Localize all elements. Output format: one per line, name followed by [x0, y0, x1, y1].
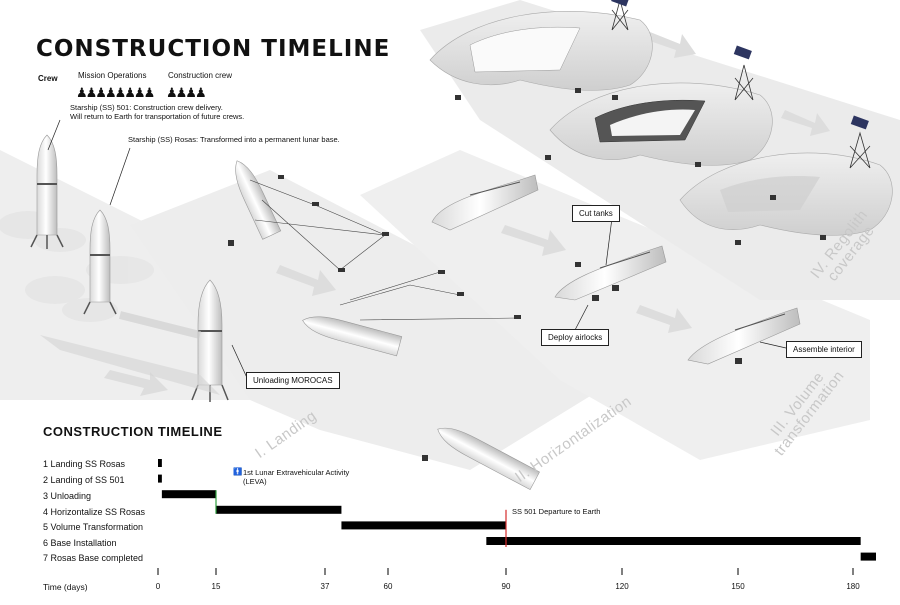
crew-group-mission-operations: Mission Operations: [78, 71, 147, 80]
callout-leaders: [47, 119, 787, 381]
gantt-bar: [158, 459, 162, 467]
callout-assemble-interior: Assemble interior: [786, 341, 862, 358]
gantt-milestones: [215, 490, 507, 547]
tick-label: 37: [320, 582, 330, 591]
gantt-bars: [158, 459, 876, 561]
tick-label: 120: [615, 582, 629, 591]
gantt-title: CONSTRUCTION TIMELINE: [43, 424, 223, 439]
tick-label: 15: [211, 582, 221, 591]
vertical-starships: [30, 134, 229, 402]
milestone-leva-label: 1st Lunar Extravehicular Activity (LEVA): [243, 468, 350, 486]
gantt-bar: [341, 521, 506, 530]
mission-operations-people-icons: ♟♟♟♟♟♟♟♟: [76, 85, 155, 100]
gantt-chart: [157, 459, 876, 575]
gantt-axis-label: Time (days): [43, 582, 88, 592]
task-label: 3 Unloading: [43, 491, 92, 501]
rosas-note: Starship (SS) Rosas: Transformed into a …: [128, 135, 340, 144]
tick-label: 150: [731, 582, 745, 591]
construction-crew-people-icons: ♟♟♟♟: [166, 85, 207, 100]
leva-person-icon: 🚹: [233, 467, 243, 476]
tilting-starships: [228, 160, 540, 491]
tick-label: 90: [501, 582, 511, 591]
flow-arrows: [104, 30, 830, 396]
milestone-departure-label: SS 501 Departure to Earth: [512, 507, 601, 516]
gantt-bar: [486, 537, 861, 545]
horizontal-hulls: [431, 174, 801, 365]
crew-label: Crew: [38, 74, 58, 83]
gantt-tick-marks: [157, 568, 854, 575]
task-label: 7 Rosas Base completed: [43, 553, 144, 563]
task-label: 6 Base Installation: [43, 538, 117, 548]
callout-deploy-airlocks: Deploy airlocks: [541, 329, 610, 346]
task-label: 2 Landing of SS 501: [43, 475, 125, 485]
task-label: 1 Landing SS Rosas: [43, 459, 126, 469]
callout-cut-tanks: Cut tanks: [572, 205, 620, 222]
crew-group-construction: Construction crew: [168, 71, 233, 80]
tick-label: 60: [383, 582, 393, 591]
gantt-bar: [860, 552, 876, 561]
gantt-bar: [158, 474, 162, 483]
task-label: 4 Horizontalize SS Rosas: [43, 507, 146, 517]
page-title: CONSTRUCTION TIMELINE: [36, 36, 391, 62]
ss501-note: Starship (SS) 501: Construction crew del…: [70, 103, 245, 121]
gantt-bar: [216, 505, 342, 514]
antenna-towers: [611, 0, 871, 169]
gantt-bar: [161, 490, 216, 499]
callout-unloading: Unloading MOROCAS: [246, 372, 340, 389]
tick-label: 0: [155, 582, 161, 591]
task-label: 5 Volume Transformation: [43, 522, 144, 532]
tick-label: 180: [846, 582, 860, 591]
regolith-domes: [429, 11, 893, 245]
